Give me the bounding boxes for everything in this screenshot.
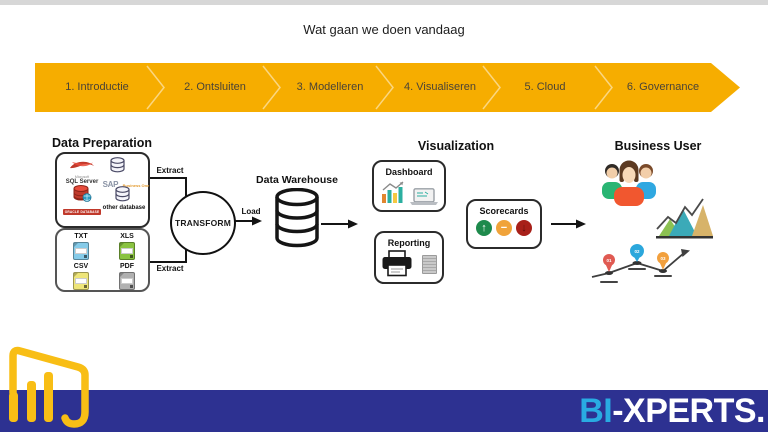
file-sources-box: TXT XLS CSV PDF — [55, 228, 150, 292]
scorecard-indicators: ↑ − ↓ — [468, 220, 540, 236]
svg-text:02: 02 — [634, 249, 640, 254]
dashboard-box: Dashboard — [372, 160, 446, 212]
banner-step-introductie: 1. Introductie — [65, 81, 129, 93]
banner-step-ontsluiten: 2. Ontsluiten — [184, 81, 246, 93]
svg-text:03: 03 — [660, 256, 666, 261]
bar-chart-icon — [382, 181, 404, 203]
oracle-database-icon: ORACLE DATABASE — [59, 185, 105, 215]
sap-logo: SAP Business One — [101, 174, 151, 192]
database-cylinder-icon — [110, 157, 125, 173]
file-csv: CSV — [61, 263, 101, 290]
svg-text:01: 01 — [606, 258, 612, 263]
laptop-icon — [410, 188, 438, 205]
dashboard-label: Dashboard — [385, 167, 433, 177]
csv-label: CSV — [73, 263, 89, 270]
slide-title: Wat gaan we doen vandaag — [303, 22, 465, 37]
csv-file-icon — [73, 272, 89, 290]
business-user-heading: Business User — [614, 139, 702, 153]
brand-bi: BI — [579, 392, 613, 430]
extract-label-top: Extract — [156, 166, 184, 175]
milestone-pin-2: 02 — [630, 244, 644, 262]
scorecards-box: Scorecards ↑ − ↓ — [466, 199, 542, 249]
data-preparation-heading: Data Preparation — [52, 136, 153, 150]
kpi-up-icon: ↑ — [476, 220, 492, 236]
banner-step-cloud: 5. Cloud — [524, 81, 566, 93]
pdf-label: PDF — [120, 263, 134, 270]
printer-icon — [382, 250, 412, 277]
file-xls: XLS — [107, 233, 147, 260]
xls-label: XLS — [120, 233, 134, 240]
data-warehouse-heading: Data Warehouse — [256, 174, 338, 186]
extract-label-bottom: Extract — [156, 264, 184, 273]
sap-label: SAP — [102, 180, 119, 189]
sql-server-swoosh-icon — [70, 161, 94, 169]
oracle-cylinder-icon — [73, 185, 92, 202]
sql-server-label: SQL Server — [65, 179, 99, 185]
xls-file-icon — [119, 242, 135, 260]
file-pdf: PDF — [107, 263, 147, 290]
oracle-badge-label: ORACLE DATABASE — [63, 209, 101, 215]
microsoft-label: Microsoft — [74, 175, 90, 179]
brand-xperts: -XPERTS. — [612, 392, 765, 430]
reporting-label: Reporting — [387, 238, 431, 248]
visualization-heading: Visualization — [417, 139, 495, 153]
milestone-pin-1: 01 — [603, 254, 615, 272]
transform-node: TRANSFORM — [170, 191, 236, 255]
txt-file-icon — [73, 242, 89, 260]
database-cylinder-icon — [115, 186, 130, 202]
milestone-chart-icon: 01 02 03 — [591, 244, 690, 283]
other-database-label: other database — [102, 205, 146, 211]
sql-server-logo: Microsoft SQL Server — [59, 157, 105, 186]
banner-step-governance: 6. Governance — [626, 81, 700, 93]
txt-label: TXT — [74, 233, 88, 240]
brand-logo-text: BI-XPERTS. — [579, 390, 765, 432]
milestone-pin-3: 03 — [657, 252, 669, 270]
banner-step-modelleren: 3. Modelleren — [296, 81, 364, 93]
business-users-icon — [602, 160, 656, 206]
banner-step-visualiseren: 4. Visualiseren — [404, 81, 476, 93]
top-strip — [0, 0, 768, 5]
kpi-down-icon: ↓ — [516, 220, 532, 236]
scorecards-label: Scorecards — [479, 206, 529, 216]
banner-arrow-shape — [35, 63, 740, 112]
pdf-file-icon — [119, 272, 135, 290]
power-bi-logo — [9, 346, 89, 428]
data-warehouse-icon — [275, 188, 319, 248]
document-icon — [422, 255, 437, 274]
reporting-box: Reporting — [374, 231, 444, 284]
sap-business-one-label: Business One — [122, 183, 150, 188]
process-arrow-banner: 1. Introductie 2. Ontsluiten 3. Modeller… — [35, 63, 740, 112]
file-txt: TXT — [61, 233, 101, 260]
database-sources-box: Microsoft SQL Server SAP Business One OR… — [55, 152, 150, 228]
kpi-neutral-icon: − — [496, 220, 512, 236]
footer-bar: BI-XPERTS. — [0, 390, 768, 432]
area-chart-icon — [656, 198, 713, 239]
load-label: Load — [241, 207, 261, 216]
